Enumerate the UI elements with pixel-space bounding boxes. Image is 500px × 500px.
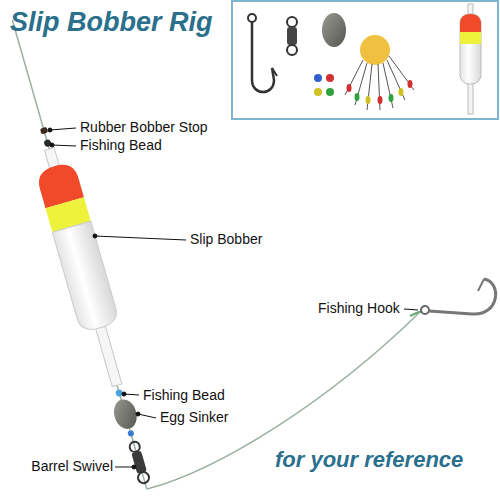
- parts-inset: [232, 1, 498, 119]
- part-label: Egg Sinker: [160, 409, 228, 426]
- slip-bobber-rig: [0, 15, 166, 495]
- fishing-hook: [410, 279, 496, 316]
- leader-lines: [48, 128, 418, 469]
- reference-note: for your reference: [275, 447, 463, 473]
- part-label: Barrel Swivel: [31, 458, 113, 475]
- part-label: Slip Bobber: [190, 231, 262, 248]
- part-label: Fishing Bead: [80, 137, 162, 154]
- part-label: Rubber Bobber Stop: [80, 119, 208, 136]
- part-label: Fishing Bead: [143, 387, 225, 404]
- diagram-title: Slip Bobber Rig: [10, 6, 213, 38]
- part-label: Fishing Hook: [318, 300, 400, 317]
